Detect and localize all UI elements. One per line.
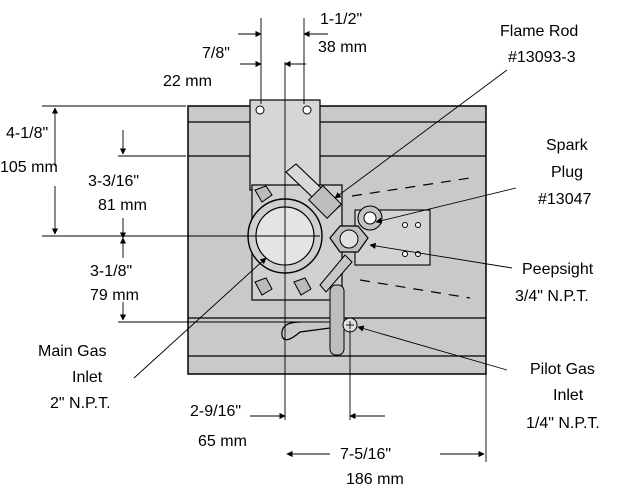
main-gas-size: 2" N.P.T. (50, 395, 111, 412)
top-dim-inner: 7/8" (202, 45, 230, 62)
left-dim-lower-mm: 79 mm (90, 287, 139, 304)
bottom-dim-outer: 7-5/16" (340, 446, 391, 463)
main-gas-label-1: Main Gas (38, 343, 106, 360)
pilot-gas-label-1: Pilot Gas (530, 361, 595, 378)
spark-plug-label-1: Spark (546, 137, 589, 154)
left-dim-total-mm: 105 mm (0, 159, 58, 176)
spark-plug-part: #13047 (538, 191, 591, 208)
flame-rod-label: Flame Rod (500, 23, 578, 40)
spark-plug (351, 177, 471, 266)
left-dim-total: 4-1/8" (6, 125, 48, 142)
bottom-dim-inner: 2-9/16" (190, 403, 241, 420)
bottom-dim-outer-mm: 186 mm (346, 471, 404, 487)
flame-rod-part: #13093-3 (508, 49, 576, 66)
top-dim-outer-mm: 38 mm (318, 39, 367, 56)
left-dim-upper: 3-3/16" (88, 173, 139, 190)
spark-plug-label-2: Plug (551, 164, 583, 181)
left-dim-lower: 3-1/8" (90, 263, 132, 280)
peepsight-label: Peepsight (522, 261, 594, 278)
top-dim-outer: 1-1/2" (320, 11, 362, 28)
pilot-gas-label-2: Inlet (553, 387, 584, 404)
pilot-gas-assembly (281, 284, 358, 356)
bottom-dim-inner-mm: 65 mm (198, 433, 247, 450)
dimension-lines (42, 18, 487, 462)
peepsight (319, 225, 471, 299)
flame-rod (285, 163, 342, 219)
leader-lines (133, 69, 517, 379)
top-dim-inner-mm: 22 mm (163, 73, 212, 90)
main-gas-label-2: Inlet (72, 369, 103, 386)
left-dim-upper-mm: 81 mm (98, 197, 147, 214)
pilot-gas-size: 1/4" N.P.T. (526, 415, 600, 432)
peepsight-size: 3/4" N.P.T. (515, 288, 589, 305)
